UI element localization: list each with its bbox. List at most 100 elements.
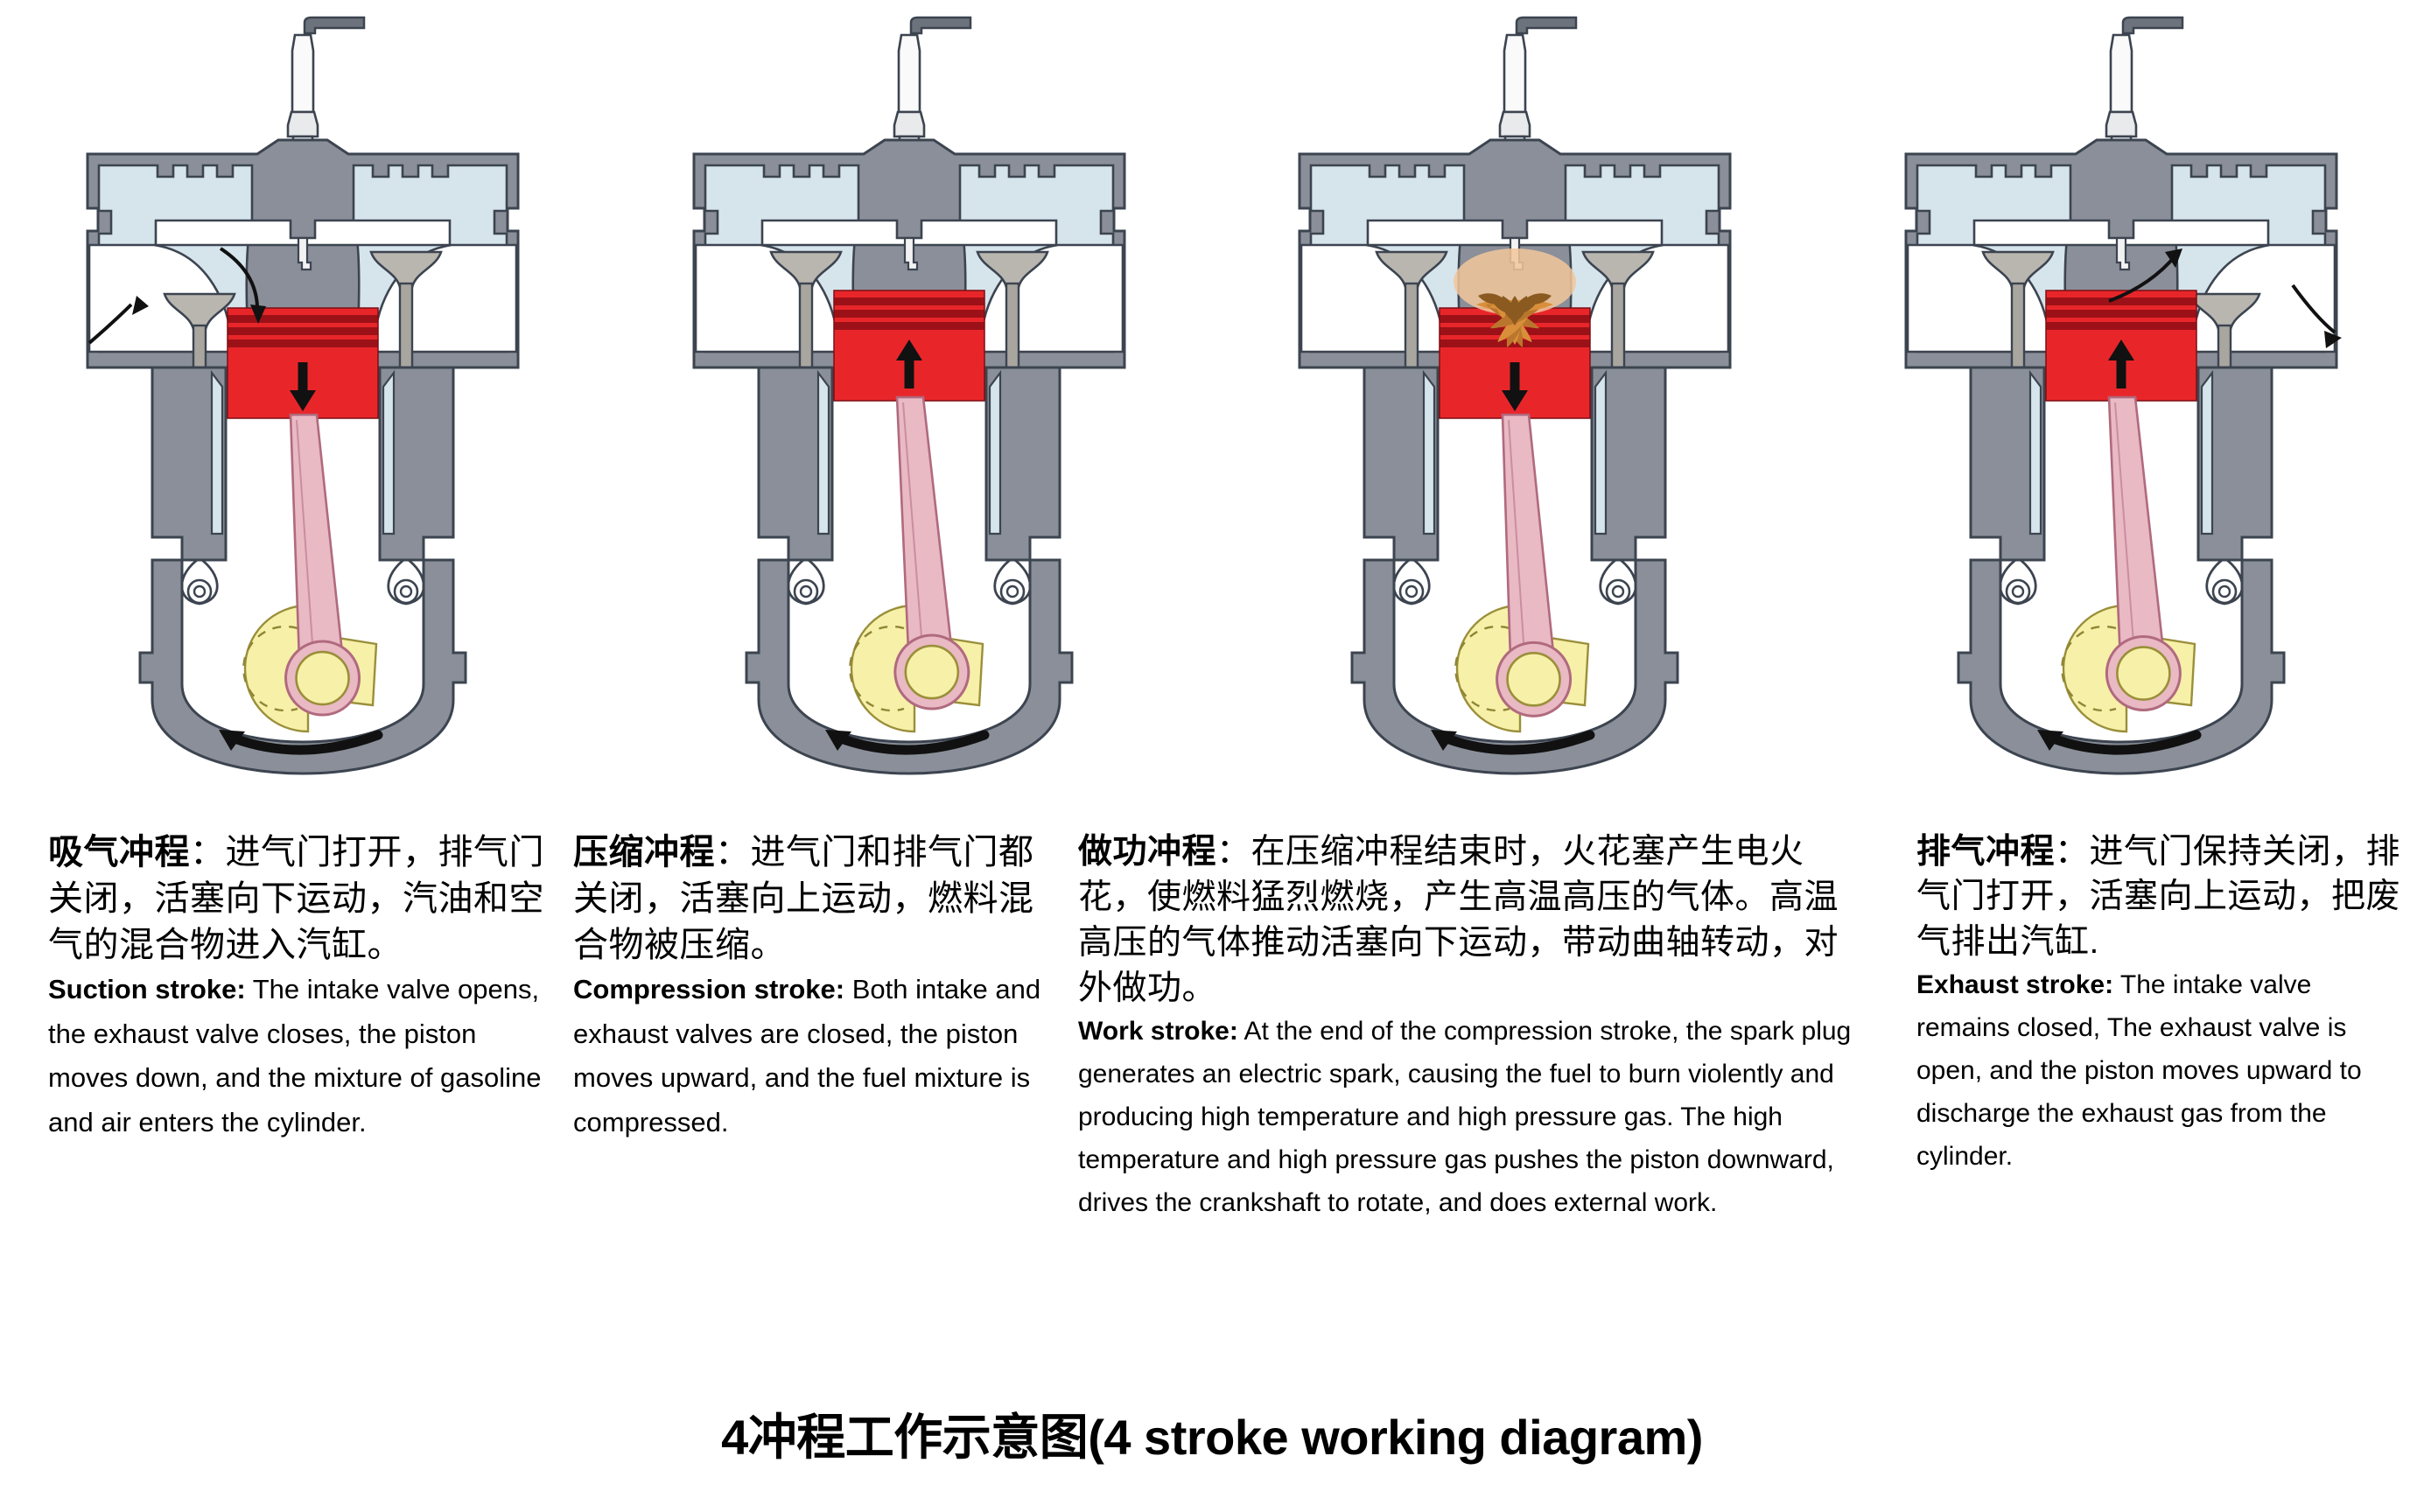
intake-flow-arrowhead <box>132 296 150 315</box>
exhaust-cam-journal-inner <box>400 584 413 598</box>
exhaust-flow-arc <box>2291 284 2336 334</box>
spark-plug-wire-icon <box>1516 16 1578 35</box>
spark-plug-insulator <box>897 33 921 114</box>
crank-pin <box>904 644 959 700</box>
exhaust-cn-text: 排气冲程：进气门保持关闭，排气门打开，活塞向上运动，把废气排出汽缸. <box>1916 830 2406 964</box>
spark-plug-wire-icon <box>2121 16 2183 35</box>
crankshaft-rotation-arrowhead <box>824 730 851 751</box>
crank-web-dashed <box>2060 625 2117 712</box>
panel-work <box>1212 0 1818 814</box>
page-title: 4冲程工作示意图(4 stroke working diagram) <box>721 1410 1703 1465</box>
spark-plug-insulator <box>291 33 315 114</box>
crank-pin <box>2115 646 2171 701</box>
engine-cutaway-exhaust <box>1904 16 2342 775</box>
piston-direction-arrow-head-up <box>895 340 922 360</box>
spark-plug-wire-icon <box>304 16 366 35</box>
flame-tongue <box>1522 293 1552 304</box>
compression-en-body: Both intake and exhaust valves are close… <box>573 974 1041 1138</box>
intake-cam-journal-inner <box>193 584 207 598</box>
exhaust-en-text: Exhaust stroke: The intake valve remains… <box>1916 964 2406 1178</box>
piston-direction-arrow-head-down <box>290 390 317 411</box>
intake-cam-journal-inner <box>2011 584 2024 598</box>
exhaust-cn-sep: ： <box>2055 833 2090 871</box>
engine-panels-row <box>0 0 2424 814</box>
spark-plug-insulator <box>1503 33 1527 114</box>
crank-pin <box>295 650 351 706</box>
spark-plug-hex <box>2105 110 2138 138</box>
exhaust-cam-journal-inner <box>1612 584 1625 598</box>
work-cn-sep: ： <box>1216 833 1251 871</box>
combustion-chamber-roof <box>154 219 452 247</box>
panel-exhaust <box>1818 0 2424 814</box>
suction-cn-body: 进气门打开，排气门关闭，活塞向下运动，汽油和空气的混合物进入汽缸。 <box>48 833 544 964</box>
intake-cam-journal-inner <box>799 584 812 598</box>
piston-ring-3 <box>2045 322 2196 330</box>
compression-cn-text: 压缩冲程：进气门和排气门都关闭，活塞向上运动，燃料混合物被压缩。 <box>573 830 1059 968</box>
crankcase-housing <box>1350 558 1679 775</box>
description-exhaust: 排气冲程：进气门保持关闭，排气门打开，活塞向上运动，把废气排出汽缸. Exhau… <box>1916 830 2406 1179</box>
exhaust-chamber-flow-arc <box>2108 254 2177 303</box>
intake-flow-arc <box>88 303 133 345</box>
cylinder-liner-right <box>988 369 1001 536</box>
piston-ring-1 <box>2045 298 2196 305</box>
suction-cn-sep: ： <box>190 833 226 872</box>
exhaust-en-label: Exhaust stroke: <box>1916 970 2114 1000</box>
exhaust-cam-journal-inner <box>2217 584 2231 598</box>
crankshaft-rotation-arc <box>229 730 383 755</box>
engine-cutaway-work <box>1298 16 1732 775</box>
crankcase-housing <box>138 558 467 775</box>
cylinder-liner-left <box>211 369 224 536</box>
connecting-rod-inner-line <box>2113 402 2137 670</box>
spark-plug-hex <box>1498 110 1531 138</box>
piston-ring-1 <box>228 315 379 323</box>
suction-en-body: The intake valve opens, the exhaust valv… <box>48 974 542 1138</box>
suction-cn-text: 吸气冲程：进气门打开，排气门关闭，活塞向下运动，汽油和空气的混合物进入汽缸。 <box>48 830 556 968</box>
exhaust-cam-journal-inner <box>1005 584 1019 598</box>
crankshaft-rotation-arc <box>836 730 990 755</box>
exhaust-en-body: The intake valve remains closed, The exh… <box>1916 970 2362 1171</box>
description-work: 做功冲程：在压缩冲程结束时，火花塞产生电火花，使燃料猛烈燃烧，产生高温高压的气体… <box>1078 830 1857 1225</box>
intake-cam-journal-inner <box>1405 584 1419 598</box>
work-en-body: At the end of the compression stroke, th… <box>1078 1017 1852 1217</box>
description-compression: 压缩冲程：进气门和排气门都关闭，活塞向上运动，燃料混合物被压缩。 Compres… <box>573 830 1059 1144</box>
compression-en-label: Compression stroke: <box>573 974 845 1005</box>
work-cn-text: 做功冲程：在压缩冲程结束时，火花塞产生电火花，使燃料猛烈燃烧，产生高温高压的气体… <box>1078 830 1857 1011</box>
chamber-flow-arrowhead <box>250 304 267 324</box>
chamber-flow-arc <box>220 247 260 307</box>
crankshaft-rotation-arrowhead <box>2036 730 2063 751</box>
cylinder-liner-right <box>2200 369 2213 536</box>
work-en-text: Work stroke: At the end of the compressi… <box>1078 1011 1857 1224</box>
crank-web-dashed <box>1454 625 1510 712</box>
spark-plug-electrode <box>2115 236 2130 271</box>
piston-ring-3 <box>833 322 984 330</box>
panel-suction <box>0 0 606 814</box>
compression-cn-label: 压缩冲程 <box>573 833 715 872</box>
exhaust-cn-body: 进气门保持关闭，排气门打开，活塞向上运动，把废气排出汽缸. <box>1916 833 2401 961</box>
piston-direction-arrow-head-up <box>2107 340 2134 360</box>
compression-cn-body: 进气门和排气门都关闭，活塞向上运动，燃料混合物被压缩。 <box>573 833 1034 964</box>
exhaust-chamber-flow-arrowhead <box>2164 248 2182 268</box>
compression-en-text: Compression stroke: Both intake and exha… <box>573 968 1059 1144</box>
combustion-chamber-roof <box>1366 219 1664 247</box>
stroke-descriptions: 吸气冲程：进气门打开，排气门关闭，活塞向下运动，汽油和空气的混合物进入汽缸。 S… <box>0 830 2424 1390</box>
cylinder-liner-right <box>382 369 396 536</box>
cylinder-liner-left <box>816 369 830 536</box>
connecting-rod-inner-line <box>296 419 316 676</box>
crankshaft-rotation-arrowhead <box>219 730 246 751</box>
work-cn-label: 做功冲程 <box>1078 833 1217 871</box>
engine-cutaway-suction <box>86 16 520 775</box>
piston-ring-1 <box>833 298 984 305</box>
description-suction: 吸气冲程：进气门打开，排气门关闭，活塞向下运动，汽油和空气的混合物进入汽缸。 S… <box>48 830 556 1144</box>
cylinder-liner-left <box>2028 369 2042 536</box>
engine-cutaway-compression <box>692 16 1126 775</box>
cylinder-liner-right <box>1594 369 1608 536</box>
suction-en-text: Suction stroke: The intake valve opens, … <box>48 968 556 1144</box>
exhaust-cn-label: 排气冲程 <box>1916 833 2056 871</box>
exhaust-flow-arrowhead <box>2323 331 2342 348</box>
piston-ring-2 <box>228 327 379 335</box>
crankcase-housing <box>745 558 1074 775</box>
spark-plug-wire-icon <box>909 16 971 35</box>
connecting-rod-inner-line <box>1508 419 1527 676</box>
combustion-chamber-roof <box>1972 219 2270 247</box>
spark-plug-insulator <box>2109 33 2133 114</box>
